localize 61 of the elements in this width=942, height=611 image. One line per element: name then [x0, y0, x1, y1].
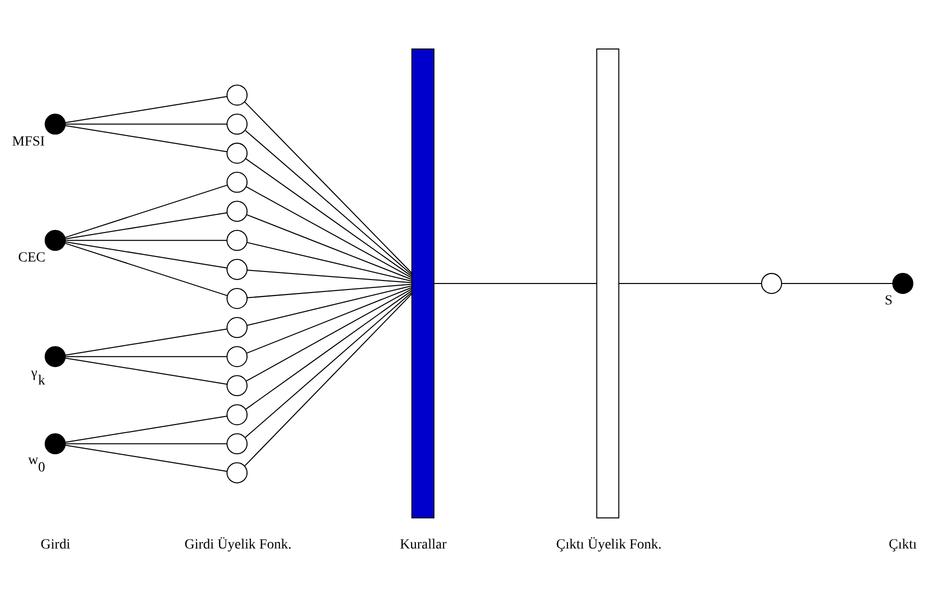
- label: Kurallar: [400, 537, 447, 552]
- node-bar: [411, 48, 434, 518]
- node-circle: [226, 346, 248, 367]
- connector: [64, 242, 228, 296]
- connector: [64, 124, 228, 152]
- connector: [64, 442, 228, 444]
- connector: [244, 100, 412, 274]
- connector: [245, 290, 412, 410]
- node-circle: [44, 346, 66, 367]
- node-label: MFSI: [12, 134, 45, 149]
- node-label: S: [884, 293, 893, 308]
- connector: [246, 241, 412, 282]
- connector: [64, 356, 228, 357]
- node-circle: [226, 258, 248, 280]
- connector: [64, 184, 228, 238]
- node-circle: [226, 113, 248, 134]
- connector: [64, 240, 228, 268]
- node-circle: [226, 316, 248, 338]
- node-circle: [44, 432, 66, 454]
- node-circle: [226, 404, 248, 425]
- connector: [246, 283, 412, 298]
- connector: [64, 357, 228, 384]
- node-circle: [892, 272, 914, 294]
- node-circle: [226, 287, 248, 308]
- connector: [244, 292, 412, 466]
- connector: [434, 282, 597, 284]
- label: Girdi: [40, 537, 70, 552]
- connector: [64, 239, 228, 240]
- connector: [245, 130, 412, 274]
- connector: [244, 292, 412, 438]
- node-circle: [226, 462, 248, 483]
- connector: [64, 123, 228, 124]
- node-circle: [226, 84, 248, 106]
- node-bar: [596, 48, 620, 518]
- connector: [246, 286, 412, 354]
- connector: [245, 158, 412, 276]
- connector: [618, 282, 762, 284]
- connector: [64, 212, 228, 239]
- label: Girdi Üyelik Fonk.: [184, 537, 292, 552]
- connector: [64, 444, 228, 472]
- node-circle: [226, 142, 248, 164]
- label: Çıktı Üyelik Fonk.: [556, 537, 662, 552]
- connector: [64, 328, 228, 356]
- node-label: CEC: [18, 250, 46, 266]
- node-circle: [761, 272, 782, 294]
- connector: [64, 415, 228, 442]
- node-circle: [226, 200, 248, 222]
- node-circle: [44, 229, 66, 250]
- node-circle: [226, 374, 248, 396]
- connector: [781, 282, 894, 284]
- node-circle: [226, 171, 248, 192]
- connector: [246, 186, 412, 278]
- connector: [246, 269, 412, 283]
- connector: [246, 284, 412, 326]
- connector: [64, 96, 228, 123]
- node-circle: [226, 432, 248, 454]
- connector: [246, 214, 412, 280]
- node-circle: [44, 113, 66, 134]
- connector: [246, 288, 412, 381]
- node-circle: [226, 229, 248, 250]
- label: Çıktı: [888, 537, 917, 552]
